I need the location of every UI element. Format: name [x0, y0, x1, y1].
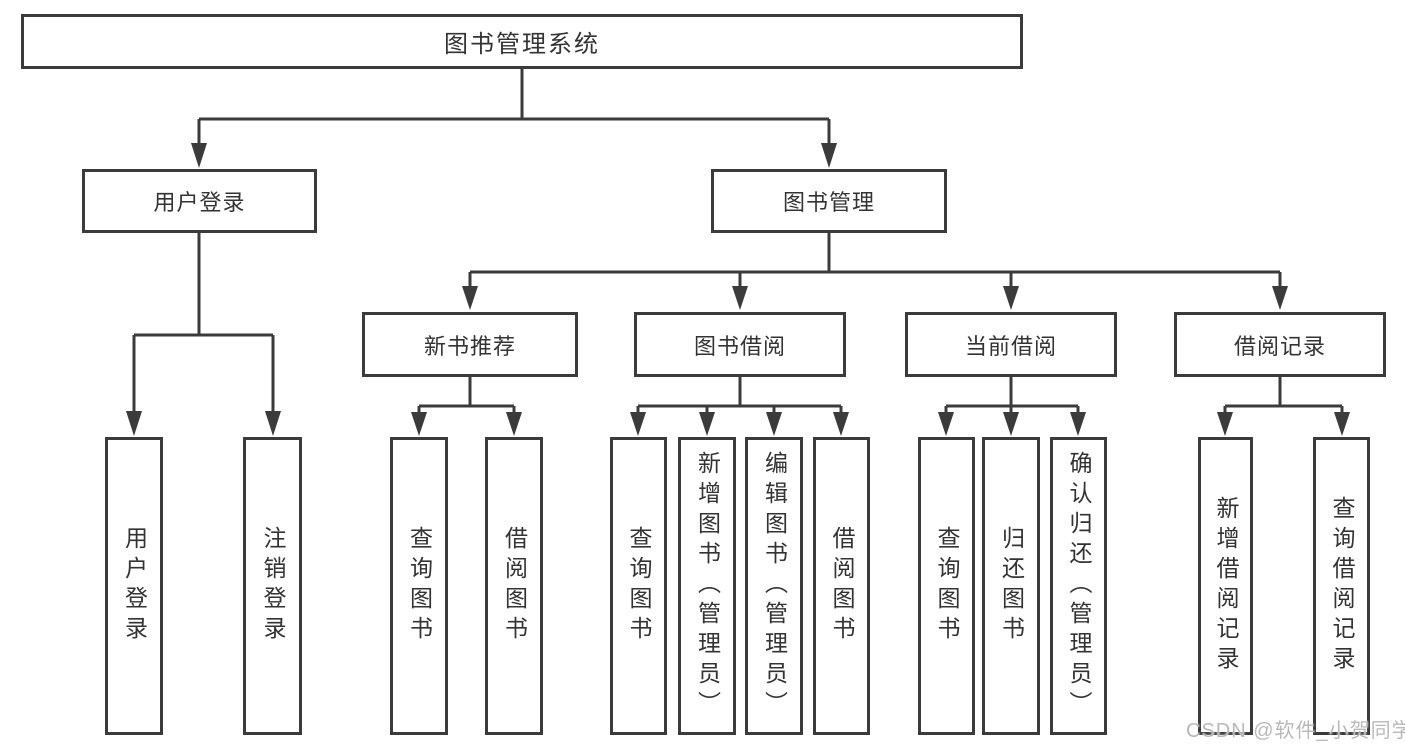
node-current-borrow: 当前借阅: [905, 312, 1117, 377]
node-leaf-confirm-return-admin: 确认归还（管理员）: [1050, 437, 1107, 735]
arrowhead: [265, 411, 281, 436]
node-book-management: 图书管理: [711, 169, 947, 233]
node-leaf-query-books-1: 查询图书: [390, 437, 448, 735]
node-book-borrow: 图书借阅: [634, 312, 846, 377]
node-root-system: 图书管理系统: [21, 14, 1023, 69]
arrowhead: [732, 286, 748, 310]
arrowhead: [126, 411, 142, 436]
edge-current-borrow-branch: [938, 377, 1086, 436]
edge-new-book-recommend-branch: [411, 377, 522, 436]
node-user-login: 用户登录: [82, 169, 317, 233]
arrowhead: [766, 412, 782, 436]
edge-book-borrow-branch: [630, 377, 849, 436]
arrowhead: [938, 412, 954, 436]
arrowhead: [506, 412, 522, 436]
node-leaf-return-books: 归还图书: [982, 437, 1040, 735]
arrowhead: [1003, 286, 1019, 310]
node-leaf-logout: 注销登录: [243, 437, 302, 735]
node-leaf-user-login: 用户登录: [105, 437, 163, 735]
node-leaf-add-borrow-record: 新增借阅记录: [1198, 437, 1253, 735]
arrowhead: [821, 143, 837, 168]
arrowhead: [1003, 412, 1019, 436]
arrowhead: [699, 412, 715, 436]
arrowhead: [630, 412, 646, 436]
arrowhead: [1272, 286, 1288, 310]
node-leaf-query-books-2: 查询图书: [610, 437, 667, 735]
arrowhead: [191, 143, 207, 168]
node-leaf-borrow-books-2: 借阅图书: [813, 437, 870, 735]
node-leaf-query-borrow-record: 查询借阅记录: [1313, 437, 1370, 735]
arrowhead: [833, 412, 849, 436]
csdn-watermark: CSDN @软件_小贺同学: [1186, 720, 1405, 742]
arrowhead: [462, 286, 478, 310]
arrowhead: [1070, 412, 1086, 436]
node-borrow-records: 借阅记录: [1174, 312, 1386, 377]
edge-book-management-branch: [462, 233, 1288, 310]
node-leaf-borrow-books-1: 借阅图书: [485, 437, 543, 735]
node-leaf-edit-books-admin: 编辑图书（管理员）: [745, 437, 803, 735]
node-leaf-query-books-3: 查询图书: [918, 437, 975, 735]
edge-user-login-branch: [126, 233, 281, 436]
node-leaf-add-books-admin: 新增图书（管理员）: [678, 437, 736, 735]
edge-root-to-level2: [191, 69, 837, 168]
arrowhead: [1334, 412, 1350, 436]
edge-borrow-records-branch: [1217, 377, 1350, 436]
arrowhead: [1217, 412, 1233, 436]
arrowhead: [411, 412, 427, 436]
node-new-book-recommend: 新书推荐: [362, 312, 578, 377]
